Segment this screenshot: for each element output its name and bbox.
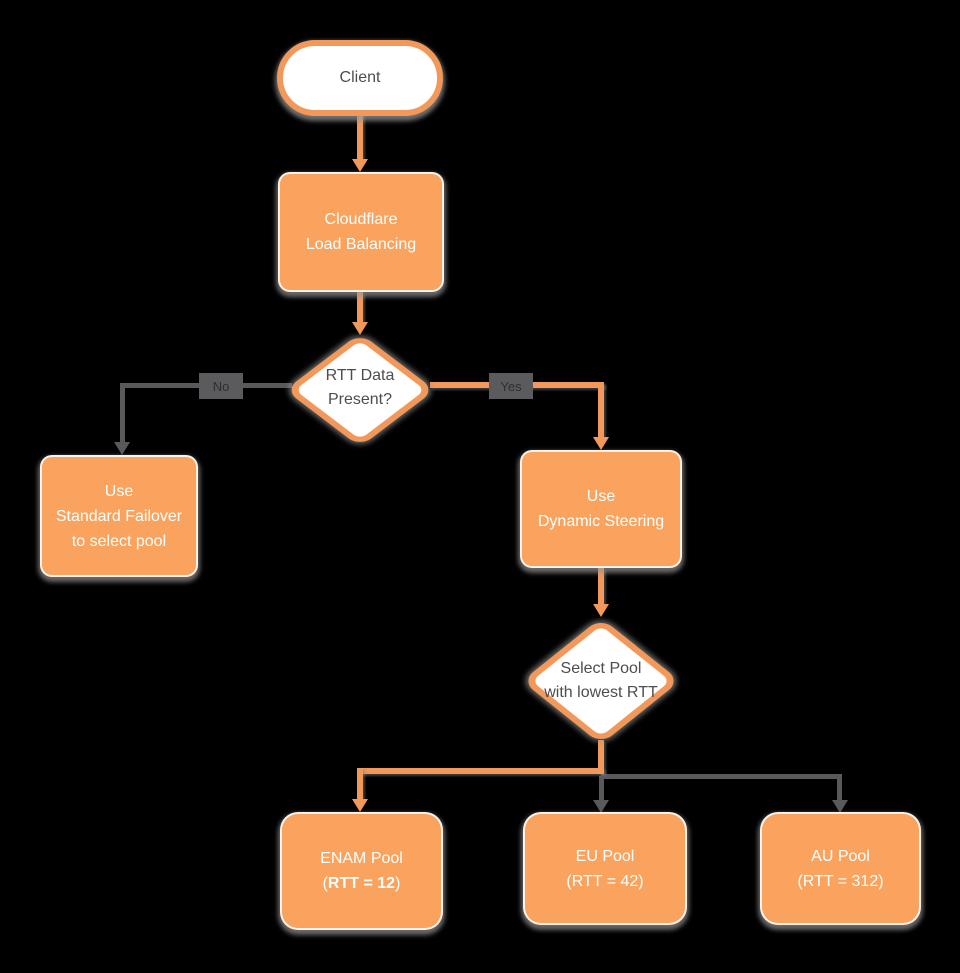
connector-client-to-lb <box>357 112 363 162</box>
rtt-decision-label: RTT Data Present? <box>285 340 435 436</box>
failover-line3: to select pool <box>71 532 167 550</box>
select-pool-line1: Select Pool <box>560 660 642 677</box>
client-label: Client <box>339 69 381 86</box>
failover-line1: Use <box>104 482 134 500</box>
arrowhead-into-eu-pool <box>593 800 609 813</box>
edge-label-no-text: No <box>212 378 230 394</box>
load-balancing-node: Cloudflare Load Balancing <box>278 172 444 292</box>
failover-node: Use Standard Failover to select pool <box>40 455 198 577</box>
client-node: Client <box>277 40 443 116</box>
eu-pool-line2: (RTT = 42) <box>566 872 644 890</box>
arrowhead-into-failover <box>114 442 130 455</box>
au-pool-line2: (RTT = 312) <box>797 872 884 890</box>
enam-pool-line2: (RTT = 12) <box>320 871 403 896</box>
load-balancing-line1: Cloudflare <box>324 211 398 228</box>
enam-rtt-value: RTT = 12 <box>327 875 396 892</box>
enam-pool-node: ENAM Pool (RTT = 12) <box>280 812 443 930</box>
arrowhead-into-lb <box>352 159 368 172</box>
select-pool-line2: with lowest RTT <box>544 684 658 701</box>
connector-split-right-horizontal <box>601 774 842 779</box>
au-pool-line1: AU Pool <box>811 847 870 865</box>
connector-to-enam-vertical <box>357 768 363 800</box>
dynamic-steering-line1: Use <box>586 488 616 505</box>
connector-to-eu-vertical <box>599 776 604 802</box>
connector-no-vertical <box>120 383 125 443</box>
arrowhead-into-dynamic-steering <box>593 437 609 450</box>
connector-to-au-vertical <box>837 776 842 802</box>
connector-select-down <box>598 740 604 774</box>
connector-lb-to-rtt <box>357 292 363 324</box>
eu-pool-node: EU Pool (RTT = 42) <box>523 812 687 925</box>
arrowhead-into-rtt-decision <box>352 322 368 335</box>
connector-yes-vertical <box>598 382 604 438</box>
enam-paren-open: ( <box>322 875 328 892</box>
au-pool-node: AU Pool (RTT = 312) <box>760 812 921 925</box>
rtt-decision-line2: Present? <box>327 391 393 408</box>
failover-line2: Standard Failover <box>55 507 183 525</box>
connector-dynamic-to-select <box>598 568 604 606</box>
eu-pool-line1: EU Pool <box>575 847 635 865</box>
connector-split-left-horizontal <box>357 768 604 774</box>
dynamic-steering-line2: Dynamic Steering <box>537 513 665 530</box>
arrowhead-into-au-pool <box>832 800 848 813</box>
edge-label-yes: Yes <box>489 373 533 399</box>
edge-label-no: No <box>199 373 243 399</box>
enam-pool-line1: ENAM Pool <box>320 850 403 867</box>
arrowhead-into-enam-pool <box>352 799 368 812</box>
edge-label-yes-text: Yes <box>500 378 522 394</box>
arrowhead-into-select-pool <box>593 604 609 617</box>
select-pool-label: Select Pool with lowest RTT <box>521 631 681 731</box>
enam-paren-close: ) <box>395 875 401 892</box>
rtt-decision-line1: RTT Data <box>325 367 395 384</box>
load-balancing-line2: Load Balancing <box>305 236 417 253</box>
dynamic-steering-node: Use Dynamic Steering <box>520 450 682 568</box>
